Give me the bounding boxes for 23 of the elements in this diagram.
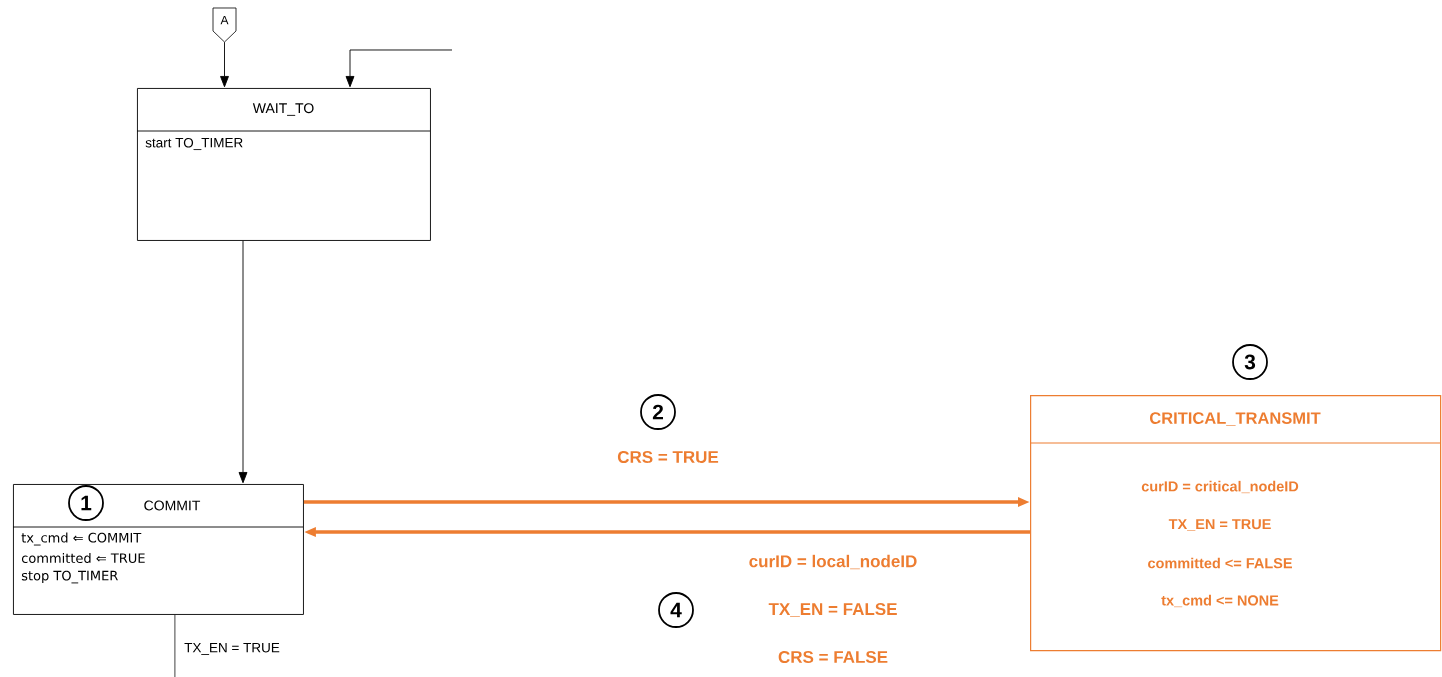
action-text: TX_EN = TRUE: [1168, 519, 1271, 531]
state-name: COMMIT: [144, 500, 201, 511]
condition-text: curID = local_nodeID: [749, 554, 917, 570]
callout-number: 3: [1232, 344, 1268, 380]
arrow: [345, 49, 453, 88]
callout-number: 4: [658, 592, 694, 628]
action-text: committed ⇐ TRUE: [21, 552, 145, 564]
edge-label: CRS = TRUE: [616, 450, 720, 464]
condition-text: CRS = FALSE: [778, 651, 888, 664]
edge-label: TX_EN = TRUE: [183, 642, 281, 656]
condition-text: TX_EN = FALSE: [768, 603, 897, 617]
state-name: CRITICAL_TRANSMIT: [1150, 412, 1321, 426]
callout-number: 1: [68, 485, 104, 521]
action-text: start TO_TIMER: [145, 137, 243, 151]
arrow: [238, 240, 248, 484]
action-text: curID = critical_nodeID: [1141, 480, 1299, 494]
arrow: [220, 41, 229, 88]
action-text: tx_cmd <= NONE: [1161, 594, 1279, 608]
action-text: tx_cmd ⇐ COMMIT: [21, 532, 142, 546]
callout-number: 2: [640, 394, 676, 430]
action-text: stop TO_TIMER: [21, 570, 118, 584]
state-name: WAIT_TO: [252, 103, 314, 116]
action-text: committed <= FALSE: [1148, 557, 1292, 569]
